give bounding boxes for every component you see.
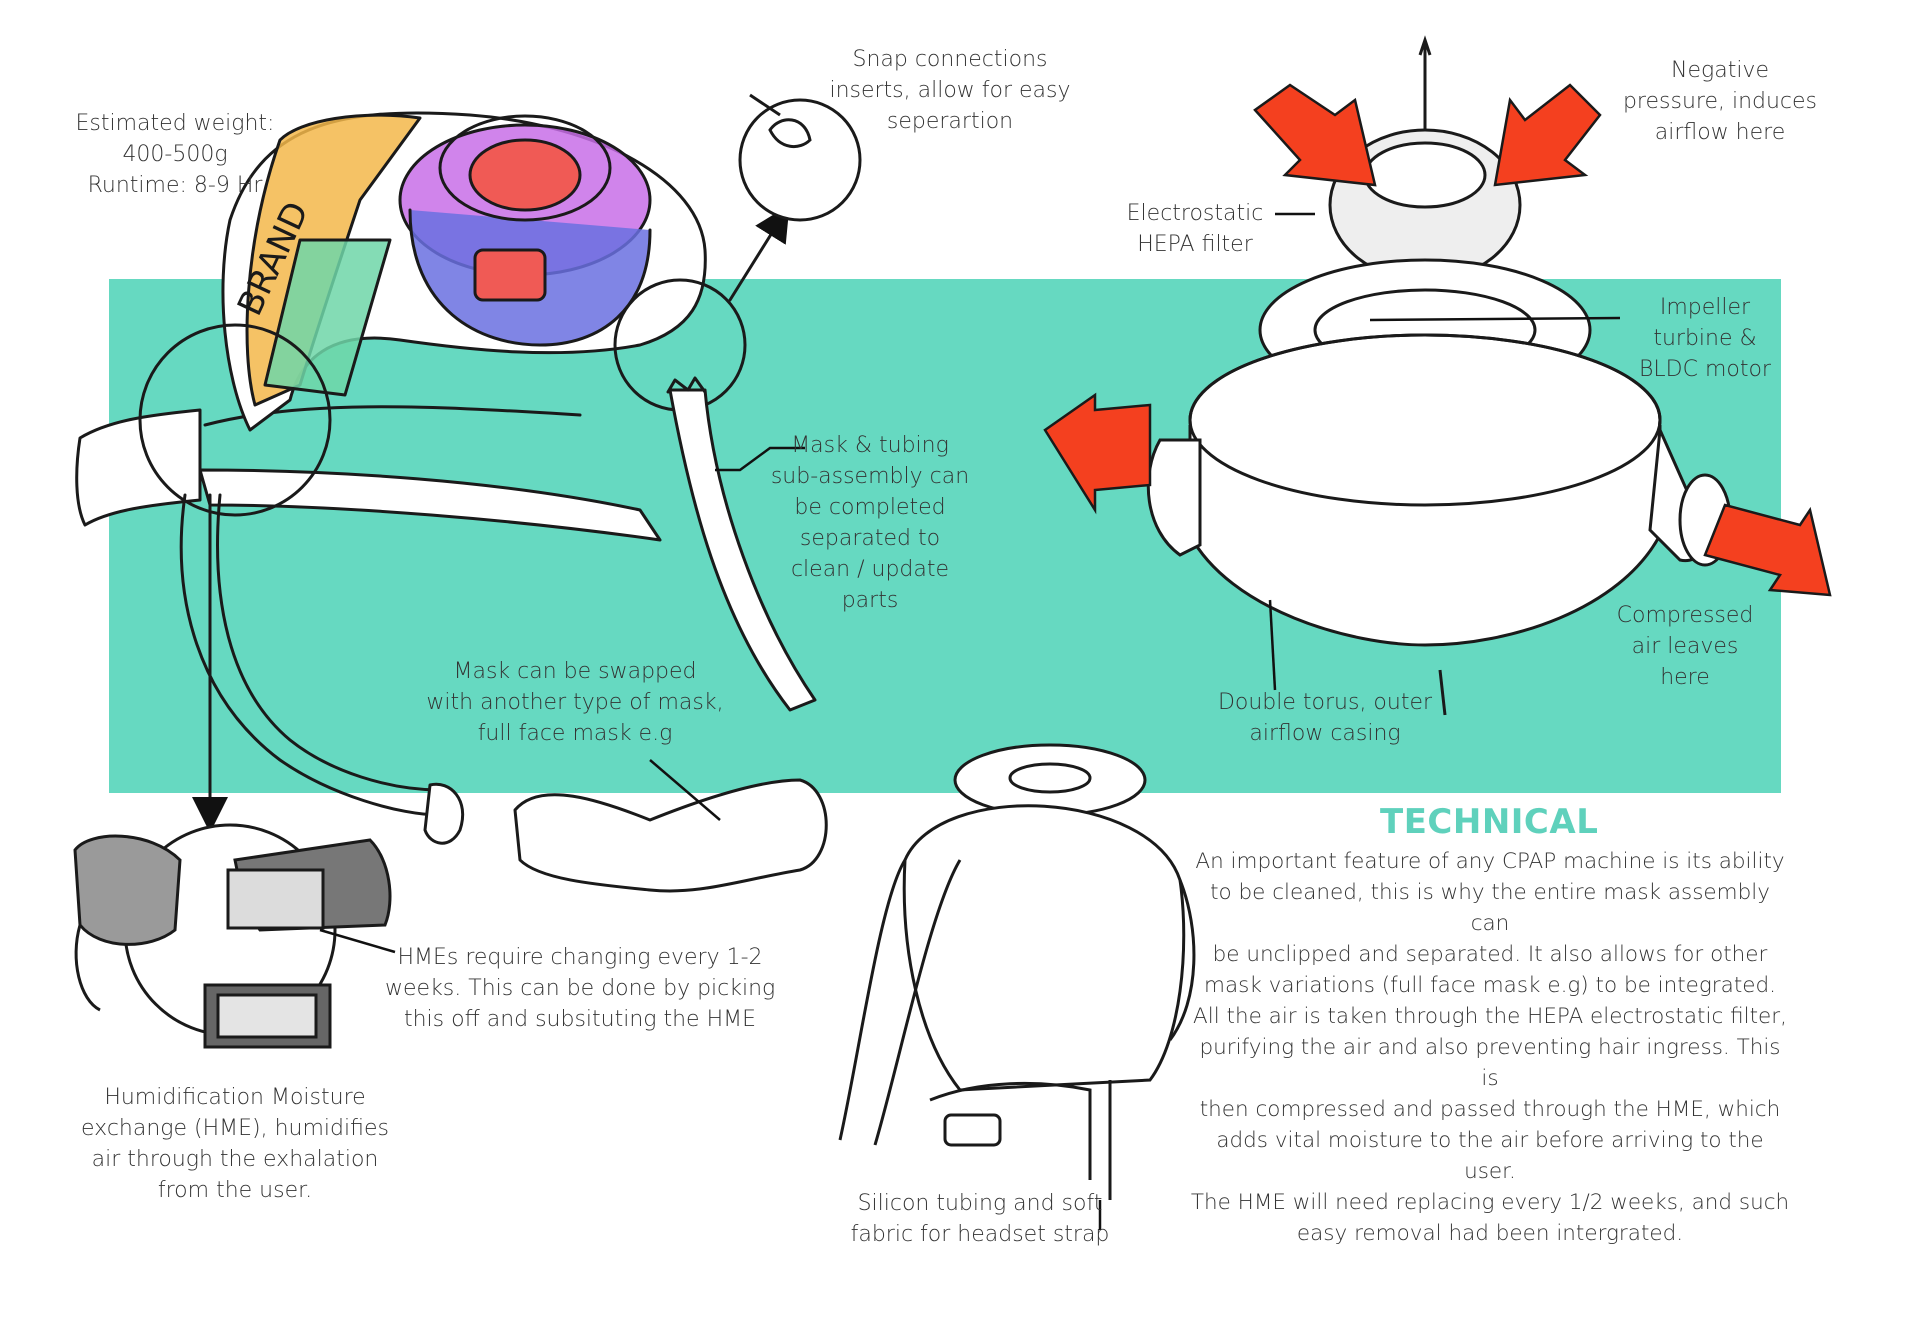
weight-line-3: Runtime: 8-9 Hr	[87, 173, 263, 198]
humidification-line-1: Humidification Moisture	[104, 1085, 366, 1110]
humidification-label: Humidification Moisture exchange (HME), …	[75, 1082, 395, 1206]
technical-p1-line-1: An important feature of any CPAP machine…	[1195, 849, 1785, 874]
mask-tubing-line-2: sub-assembly can	[770, 464, 970, 489]
mask-tubing-line-4: separated to	[799, 526, 941, 551]
electrostatic-label: Electrostatic HEPA filter	[1110, 198, 1280, 260]
double-torus-line-2: airflow casing	[1249, 721, 1401, 746]
headset-device-sketch: BRAND	[75, 111, 828, 893]
airflow-arrows	[1043, 83, 1832, 597]
mask-swap-line-2: with another type of mask,	[426, 690, 724, 715]
motor-exploded-view	[1146, 35, 1732, 716]
compressed-line-1: Compressed	[1616, 603, 1754, 628]
mask-tubing-label: Mask & tubing sub-assembly can be comple…	[765, 430, 975, 616]
technical-p2-line-5: The HME will need replacing every 1/2 we…	[1190, 1190, 1790, 1215]
silicon-line-1: Silicon tubing and soft	[857, 1191, 1103, 1216]
mask-tubing-line-5: clean / update	[790, 557, 950, 582]
mask-tubing-line-6: parts	[841, 588, 899, 613]
humidification-line-2: exchange (HME), humidifies	[81, 1116, 389, 1141]
hme-change-label: HMEs require changing every 1-2 weeks. T…	[385, 942, 775, 1035]
snap-connection-detail	[738, 93, 862, 222]
silicon-label: Silicon tubing and soft fabric for heads…	[840, 1188, 1120, 1250]
snap-line-3: seperartion	[886, 109, 1014, 134]
impeller-line-1: Impeller	[1659, 295, 1751, 320]
weight-line-1: Estimated weight:	[75, 111, 275, 136]
mask-tubing-line-3: be completed	[794, 495, 946, 520]
compressed-line-3: here	[1660, 665, 1710, 690]
technical-p2-line-2: purifying the air and also preventing ha…	[1199, 1035, 1781, 1091]
technical-paragraph-2: All the air is taken through the HEPA el…	[1190, 1001, 1790, 1249]
compressed-air-label: Compressed air leaves here	[1600, 600, 1770, 693]
technical-p1-line-4: mask variations (full face mask e.g) to …	[1204, 973, 1776, 998]
technical-p2-line-1: All the air is taken through the HEPA el…	[1193, 1004, 1787, 1029]
headset-worn-sketch	[838, 743, 1196, 1200]
negative-line-2: pressure, induces	[1622, 89, 1818, 114]
snap-label: Snap connections inserts, allow for easy…	[820, 44, 1080, 137]
double-torus-label: Double torus, outer airflow casing	[1195, 687, 1455, 749]
snap-line-1: Snap connections	[852, 47, 1048, 72]
humidification-line-4: from the user.	[157, 1178, 313, 1203]
technical-paragraph-1: An important feature of any CPAP machine…	[1190, 846, 1790, 1001]
mask-tubing-line-1: Mask & tubing	[791, 433, 949, 458]
hme-detail-sketch	[73, 823, 392, 1049]
technical-p1-line-2: to be cleaned, this is why the entire ma…	[1210, 880, 1770, 936]
negative-line-3: airflow here	[1654, 120, 1786, 145]
silicon-line-2: fabric for headset strap	[850, 1222, 1110, 1247]
mask-swap-line-3: full face mask e.g	[477, 721, 673, 746]
compressed-line-2: air leaves	[1631, 634, 1739, 659]
electrostatic-line-2: HEPA filter	[1137, 232, 1253, 257]
leader-lines	[319, 212, 1621, 1230]
mask-swap-label: Mask can be swapped with another type of…	[425, 656, 725, 749]
weight-line-2: 400-500g	[122, 142, 228, 167]
technical-p2-line-6: easy removal had been intergrated.	[1296, 1221, 1684, 1246]
impeller-line-3: BLDC motor	[1639, 357, 1771, 382]
impeller-line-2: turbine &	[1653, 326, 1757, 351]
technical-p2-line-4: adds vital moisture to the air before ar…	[1216, 1128, 1764, 1184]
negative-pressure-label: Negative pressure, induces airflow here	[1610, 55, 1830, 148]
double-torus-line-1: Double torus, outer	[1217, 690, 1433, 715]
technical-p1-line-3: be unclipped and separated. It also allo…	[1212, 942, 1768, 967]
humidification-line-3: air through the exhalation	[91, 1147, 379, 1172]
hme-change-line-3: this off and subsituting the HME	[403, 1007, 757, 1032]
technical-title: TECHNICAL	[1380, 802, 1599, 842]
negative-line-1: Negative	[1671, 58, 1769, 83]
weight-label: Estimated weight: 400-500g Runtime: 8-9 …	[55, 108, 295, 201]
impeller-label: Impeller turbine & BLDC motor	[1620, 292, 1790, 385]
mask-swap-line-1: Mask can be swapped	[453, 659, 697, 684]
electrostatic-line-1: Electrostatic	[1126, 201, 1264, 226]
snap-line-2: inserts, allow for easy	[829, 78, 1071, 103]
technical-p2-line-3: then compressed and passed through the H…	[1199, 1097, 1781, 1122]
hme-change-line-2: weeks. This can be done by picking	[385, 976, 776, 1001]
hme-change-line-1: HMEs require changing every 1-2	[397, 945, 763, 970]
